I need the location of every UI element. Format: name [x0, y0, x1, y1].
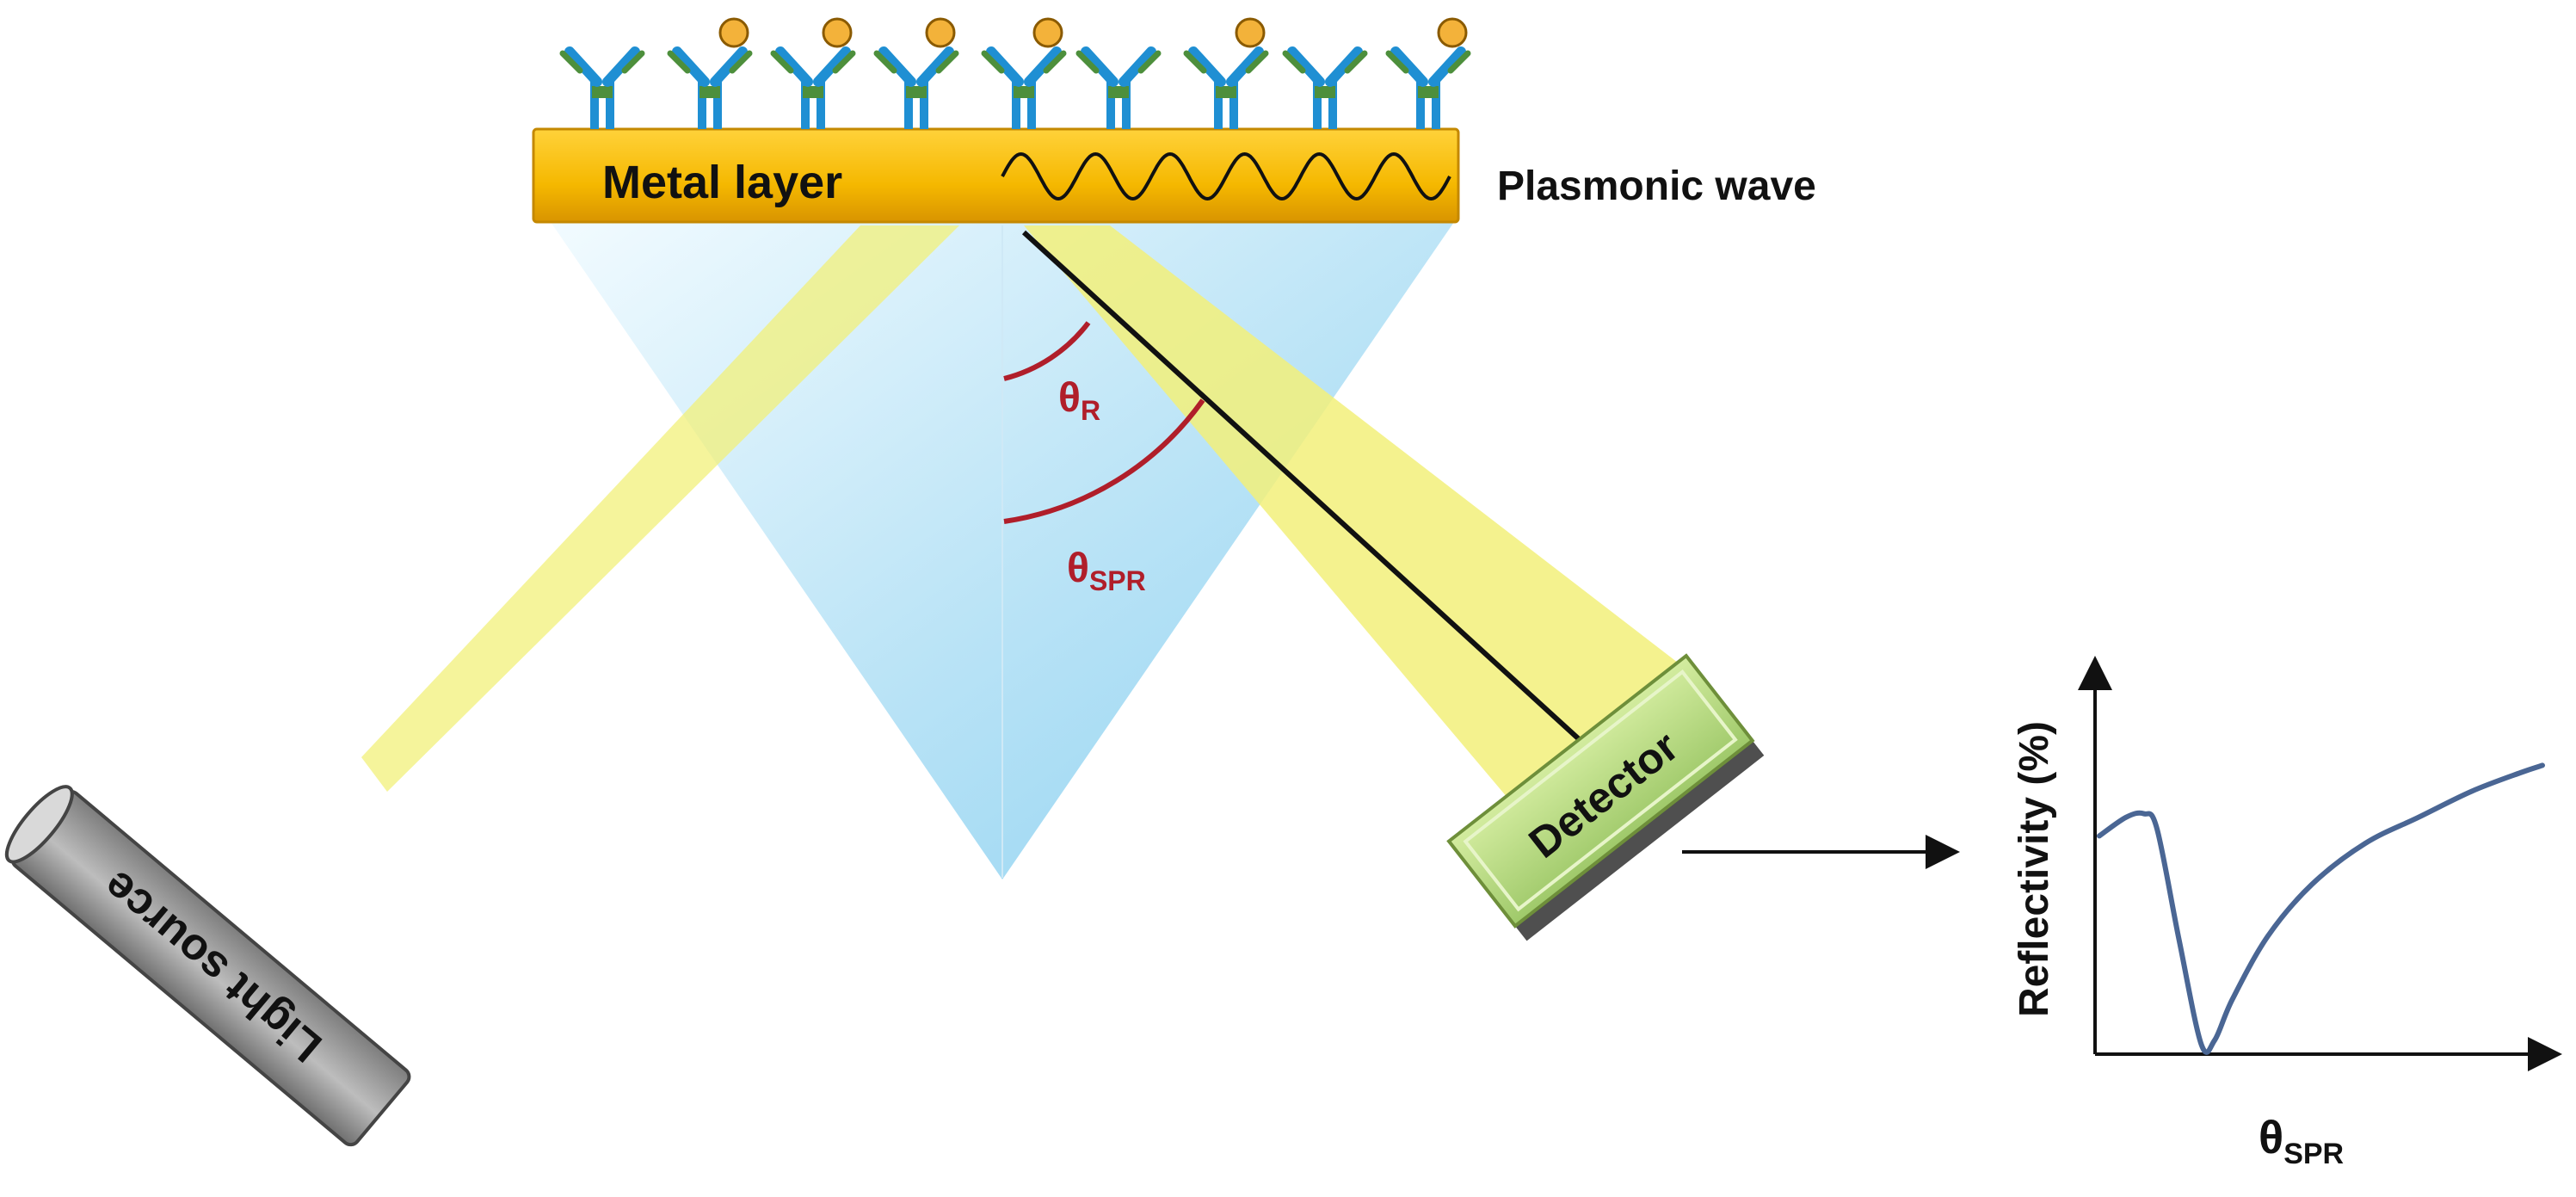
reflected-beam [1024, 225, 1678, 826]
theta-r-arc [1003, 321, 1091, 381]
incident-beam [361, 225, 959, 792]
antigen [1437, 17, 1468, 48]
antigen [718, 17, 749, 48]
reflectivity-plot: Reflectivity (%) θSPR [2012, 656, 2562, 1170]
plasmonic-wave [1001, 151, 1451, 201]
x-axis-label: θSPR [2259, 1112, 2344, 1170]
antibody [1385, 17, 1471, 129]
antigen [1032, 17, 1063, 48]
reflected-ray [1021, 230, 1599, 758]
antibody [559, 46, 645, 129]
antibody [1183, 17, 1269, 129]
antibody [981, 17, 1067, 129]
metal-layer [532, 127, 1460, 224]
antigen [925, 17, 956, 48]
metal-layer-label: Metal layer [602, 157, 842, 208]
theta-r-label: θR [1058, 375, 1100, 426]
antibody [667, 17, 753, 129]
antibody-array [559, 17, 1471, 129]
antigen [1235, 17, 1266, 48]
theta-spr-label: θSPR [1067, 546, 1146, 596]
antibody [1075, 46, 1162, 129]
reflectivity-curve [2097, 762, 2545, 1055]
theta-spr-arc [1003, 398, 1205, 524]
antibody [1282, 46, 1368, 129]
antibody [770, 17, 856, 129]
light-source-label: Light source [94, 861, 331, 1071]
antibody [873, 17, 959, 129]
light-source: Light source [4, 785, 411, 1147]
y-axis-label: Reflectivity (%) [2012, 721, 2057, 1017]
plasmonic-wave-label: Plasmonic wave [1497, 164, 1816, 209]
antigen [822, 17, 853, 48]
